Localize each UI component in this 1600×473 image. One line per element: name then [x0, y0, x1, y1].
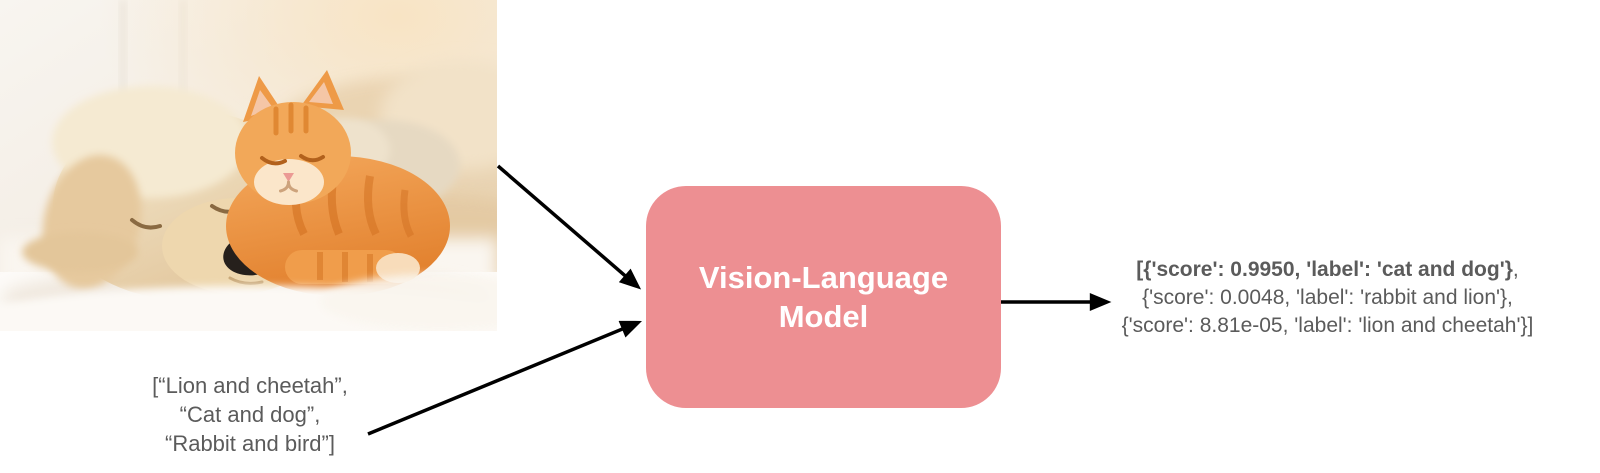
model-output-text: [{'score': 0.9950, 'label': 'cat and dog… [1055, 256, 1600, 340]
model-label: Vision-Language Model [699, 258, 948, 336]
dog-and-kitten-photo [0, 0, 497, 331]
vision-language-model-box: Vision-Language Model [646, 186, 1001, 408]
candidate-label-line-3: “Rabbit and bird”] [165, 431, 335, 456]
dog-and-kitten-illustration [0, 0, 497, 331]
candidate-label-line-2: “Cat and dog”, [179, 402, 321, 427]
output-line-1-tail: , [1512, 258, 1519, 281]
output-line-1: [{'score': 0.9950, 'label': 'cat and dog… [1055, 256, 1600, 284]
kitten-figure [226, 70, 450, 296]
model-label-line-1: Vision-Language [698, 260, 949, 295]
output-line-3: {'score': 8.81e-05, 'label': 'lion and c… [1121, 314, 1534, 337]
model-label-line-2: Model [778, 299, 869, 334]
candidate-labels-list: [“Lion and cheetah”, “Cat and dog”, “Rab… [95, 371, 405, 458]
arrow-image-to-model [496, 164, 642, 290]
arrow-labels-to-model [367, 320, 642, 436]
output-line-2: {'score': 0.0048, 'label': 'rabbit and l… [1142, 286, 1513, 309]
output-top-result: [{'score': 0.9950, 'label': 'cat and dog… [1136, 258, 1513, 281]
candidate-label-line-1: [“Lion and cheetah”, [152, 373, 348, 398]
